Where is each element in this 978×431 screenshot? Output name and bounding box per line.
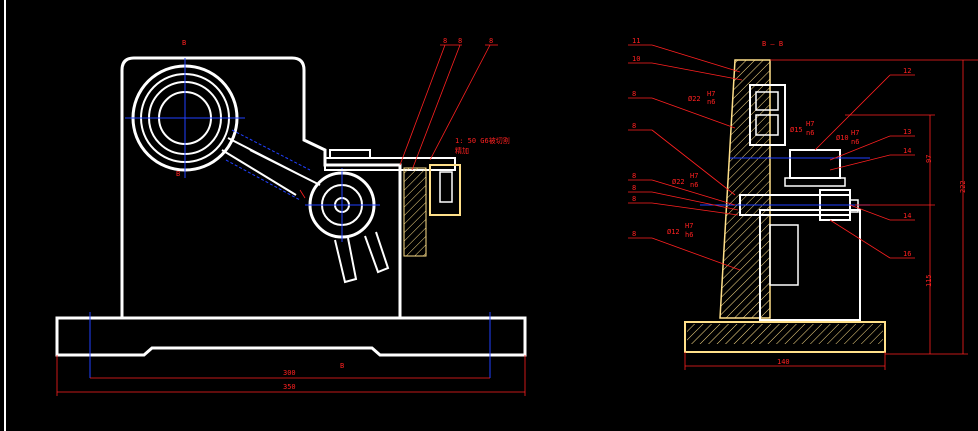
fit-3-dia: Ø10 [836, 134, 849, 142]
side-dim-upper: 97 [925, 155, 933, 163]
section-marker-top: B [182, 39, 186, 47]
fit-4-dia: Ø22 [672, 178, 685, 186]
side-leaders [628, 44, 915, 271]
section-marker-bottom: B [340, 362, 344, 370]
guide-block [429, 164, 461, 216]
side-view [684, 59, 886, 353]
front-callout-2: 8 [458, 37, 462, 45]
side-callout-c: 8 [632, 172, 636, 180]
clamp-bolt [329, 149, 371, 159]
front-note-line1: 1: 50 G6被切割 [455, 136, 510, 145]
front-callout-1: 8 [443, 37, 447, 45]
front-dim-overall: 350 [283, 383, 296, 391]
side-callout-13: 13 [903, 128, 911, 136]
front-callout-3: 8 [489, 37, 493, 45]
side-dim-width: 140 [777, 358, 790, 366]
side-callout-a: 8 [632, 90, 636, 98]
handle-leg-right [364, 231, 390, 274]
clamp-block [324, 157, 456, 171]
side-dim-total: 222 [959, 180, 967, 193]
fit-3-h: H7 [851, 129, 859, 137]
side-callout-16: 16 [903, 250, 911, 258]
hatched-post [403, 167, 427, 257]
side-callout-14a: 14 [903, 147, 911, 155]
side-support [759, 209, 861, 321]
link-arm [221, 137, 321, 196]
link-arm-hidden [225, 129, 311, 201]
clamp-top-cap [784, 177, 846, 187]
side-callout-10: 10 [632, 55, 640, 63]
upper-boss-inner2 [755, 114, 779, 136]
front-dim-inner: 300 [283, 369, 296, 377]
side-callout-b: 8 [632, 122, 636, 130]
front-dim-lines [56, 355, 526, 396]
side-callout-d: 8 [632, 184, 636, 192]
side-base-hatch [687, 324, 883, 344]
front-note-line2: 精加 [455, 146, 469, 155]
body-upright [120, 56, 402, 320]
front-view [55, 56, 527, 378]
side-base [684, 321, 886, 353]
section-marker-left: B [176, 170, 180, 178]
base-plate [55, 316, 527, 357]
handle-leg-left [334, 237, 358, 284]
side-support-slot [769, 224, 799, 286]
pin-nut [849, 199, 859, 213]
front-leaders [299, 44, 498, 199]
side-view-title: B — B [762, 40, 783, 48]
side-callout-f: 8 [632, 230, 636, 238]
upper-boss-inner [755, 91, 779, 111]
fit-5-h: H7 [685, 222, 693, 230]
side-dim-lines [684, 59, 978, 370]
side-callout-14b: 14 [903, 212, 911, 220]
fit-3-s: n6 [851, 138, 859, 146]
fit-4-s: n6 [690, 181, 698, 189]
fit-2-s: n6 [806, 129, 814, 137]
side-callout-e: 8 [632, 195, 636, 203]
fit-1-dia: Ø22 [688, 95, 701, 103]
fit-5-s: h6 [685, 231, 693, 239]
fit-1-h: H7 [707, 90, 715, 98]
side-callout-11: 11 [632, 37, 640, 45]
side-dim-lower: 115 [925, 274, 933, 287]
side-callout-12: 12 [903, 67, 911, 75]
upper-boss [749, 84, 786, 146]
fit-1-s: n6 [707, 98, 715, 106]
fit-2-dia: Ø15 [790, 126, 803, 134]
guide-block-inner [439, 171, 453, 203]
fit-2-h: H7 [806, 120, 814, 128]
fit-4-h: H7 [690, 172, 698, 180]
clamp-top-side [789, 149, 841, 179]
fit-5-dia: Ø12 [667, 228, 680, 236]
